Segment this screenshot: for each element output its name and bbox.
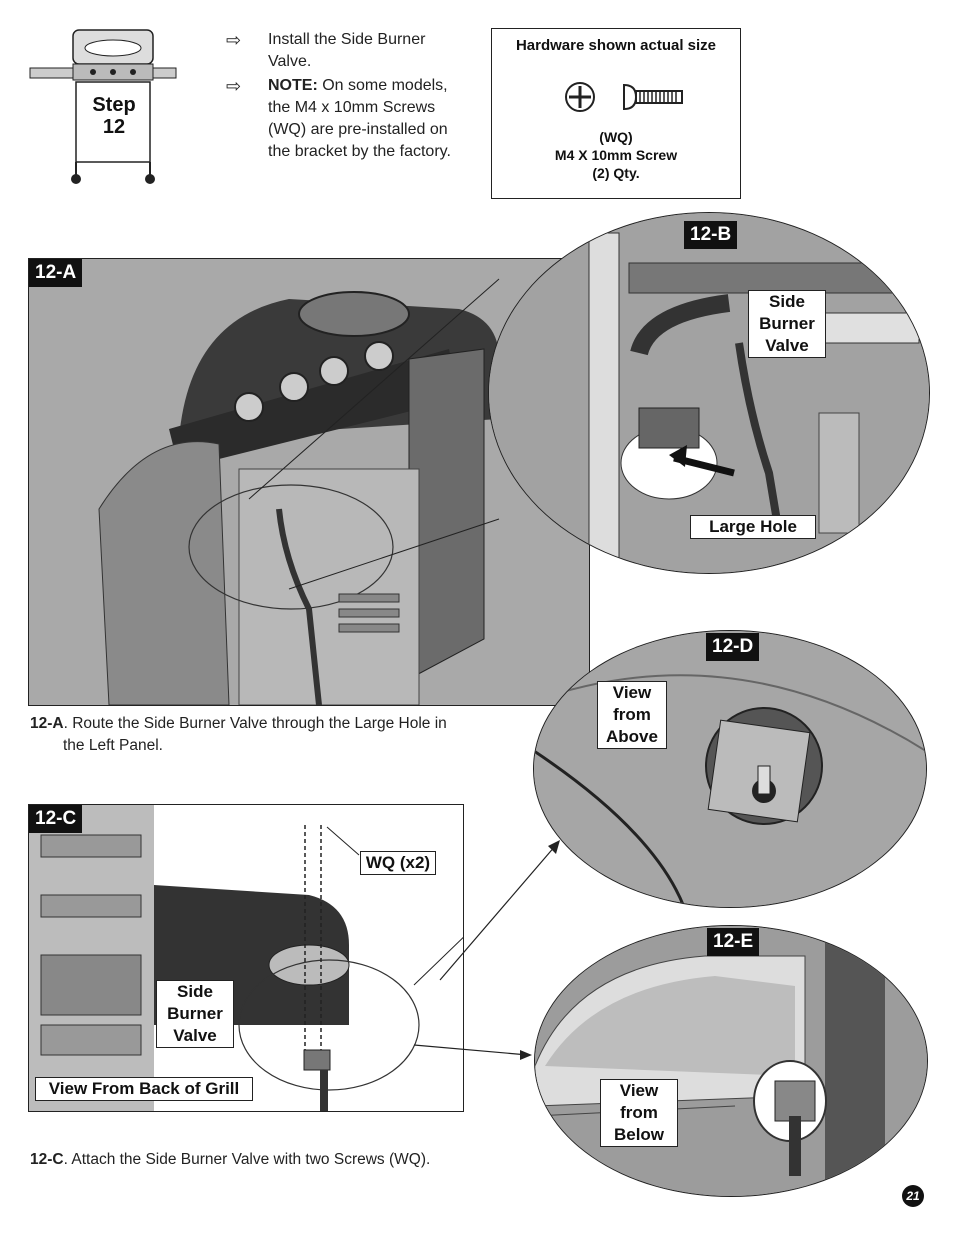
panel-tag-12a: 12-A [29,259,83,287]
panel-12d: 12-D View from Above [533,630,927,908]
caption-12a: 12-A. Route the Side Burner Valve throug… [30,715,447,754]
screw-icon [565,82,683,112]
instructions: ⇨ Install the Side Burner Valve. ⇨ NOTE:… [226,29,466,163]
instruction-note: ⇨ NOTE: On some models, the M4 x 10mm Sc… [226,76,451,160]
view-from-below-illustration [535,926,927,1196]
callout-wq-x2: WQ (x2) [360,851,436,875]
caption-12c: 12-C. Attach the Side Burner Valve with … [30,1151,431,1168]
grill-illustration-12a [29,259,589,705]
page-number: 21 [902,1185,924,1207]
panel-tag-12c: 12-C [29,805,83,833]
callout-view-from-above: View from Above [597,681,667,749]
panel-12c: 12-C WQ (x2) Side Burner Valve View From… [28,804,464,1112]
callout-side-burner-valve-12c: Side Burner Valve [156,980,234,1048]
hardware-box: Hardware shown actual size (WQ) M4 X 10m… [491,28,741,199]
view-from-above-illustration [534,631,926,907]
step-label: Step 12 [92,94,136,138]
grill-thumbnail-illustration [29,29,177,184]
callout-large-hole: Large Hole [690,515,816,539]
valve-closeup-illustration-12b [489,213,929,573]
panel-12e: 12-E View from Below [534,925,928,1197]
hardware-title: Hardware shown actual size [515,37,717,54]
panel-tag-12b: 12-B [684,221,738,249]
panel-tag-12d: 12-D [706,633,760,661]
note-label: NOTE: [268,77,318,94]
arrow-right-icon: ⇨ [226,30,242,50]
arrow-right-icon: ⇨ [226,76,242,96]
callout-view-from-below: View from Below [600,1079,678,1147]
callout-side-burner-valve: Side Burner Valve [748,290,826,358]
callout-view-from-back: View From Back of Grill [35,1077,253,1101]
panel-12b: 12-B Side Burner Valve Large Hole [488,212,930,574]
instruction-item-1: ⇨ Install the Side Burner Valve. [226,30,426,70]
hardware-details: (WQ) M4 X 10mm Screw (2) Qty. [554,129,678,181]
panel-tag-12e: 12-E [707,928,760,956]
step-thumbnail [28,26,178,186]
panel-12a: 12-A [28,258,590,706]
